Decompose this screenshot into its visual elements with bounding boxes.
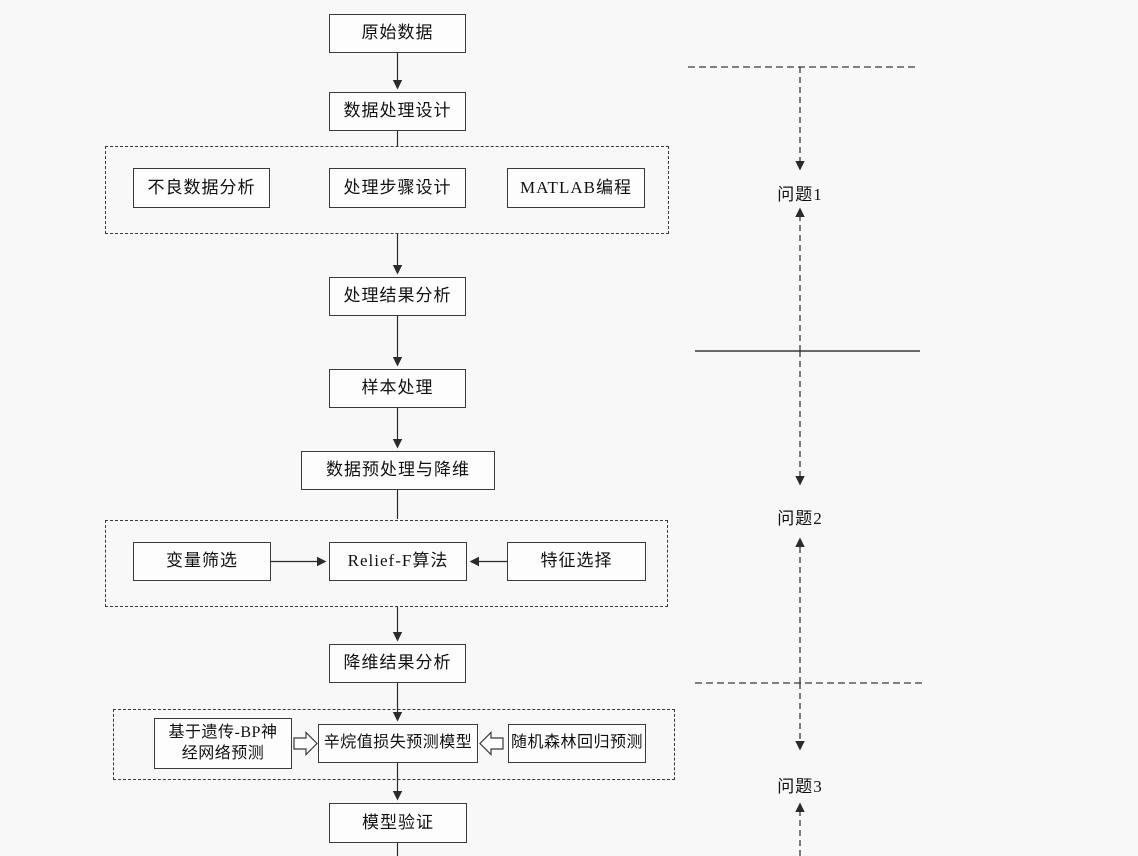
flow-box-processing-steps-design: 处理步骤设计: [329, 168, 466, 208]
flow-box-octane-loss-prediction-model: 辛烷值损失预测模型: [318, 724, 478, 763]
flow-box-dimension-reduction-result-analysis: 降维结果分析: [329, 644, 466, 683]
side-label-problem-2: 问题2: [777, 509, 823, 528]
group-outline-problem1: [105, 146, 669, 234]
flow-box-preprocessing-dimension-reduction: 数据预处理与降维: [301, 451, 495, 490]
flow-box-random-forest-regression-prediction: 随机森林回归预测: [508, 724, 646, 763]
flow-box-processing-result-analysis: 处理结果分析: [329, 277, 466, 316]
flow-box-genetic-bp-neural-network-prediction: 基于遗传-BP神经网络预测: [154, 718, 292, 769]
flow-box-feature-selection: 特征选择: [507, 542, 646, 581]
flow-box-variable-screening: 变量筛选: [133, 542, 271, 581]
group-outline-problem3: [113, 709, 675, 780]
group-outline-problem2: [105, 520, 668, 607]
section-dividers: [688, 66, 922, 684]
flow-box-data-processing-design: 数据处理设计: [329, 92, 466, 131]
side-label-problem-1: 问题1: [777, 185, 823, 204]
flow-box-raw-data: 原始数据: [329, 14, 466, 53]
block-arrows: [293, 731, 504, 756]
block-arrow-forest-to-octane: [479, 731, 504, 756]
flow-box-model-verification: 模型验证: [329, 803, 467, 843]
block-arrow-bp-to-octane: [293, 731, 318, 756]
flow-box-matlab-programming: MATLAB编程: [507, 168, 645, 208]
flow-box-bad-data-analysis: 不良数据分析: [133, 168, 270, 208]
flow-box-relief-f-algorithm: Relief-F算法: [329, 542, 467, 581]
flow-box-sample-processing: 样本处理: [329, 369, 466, 408]
side-label-problem-3: 问题3: [777, 777, 823, 796]
